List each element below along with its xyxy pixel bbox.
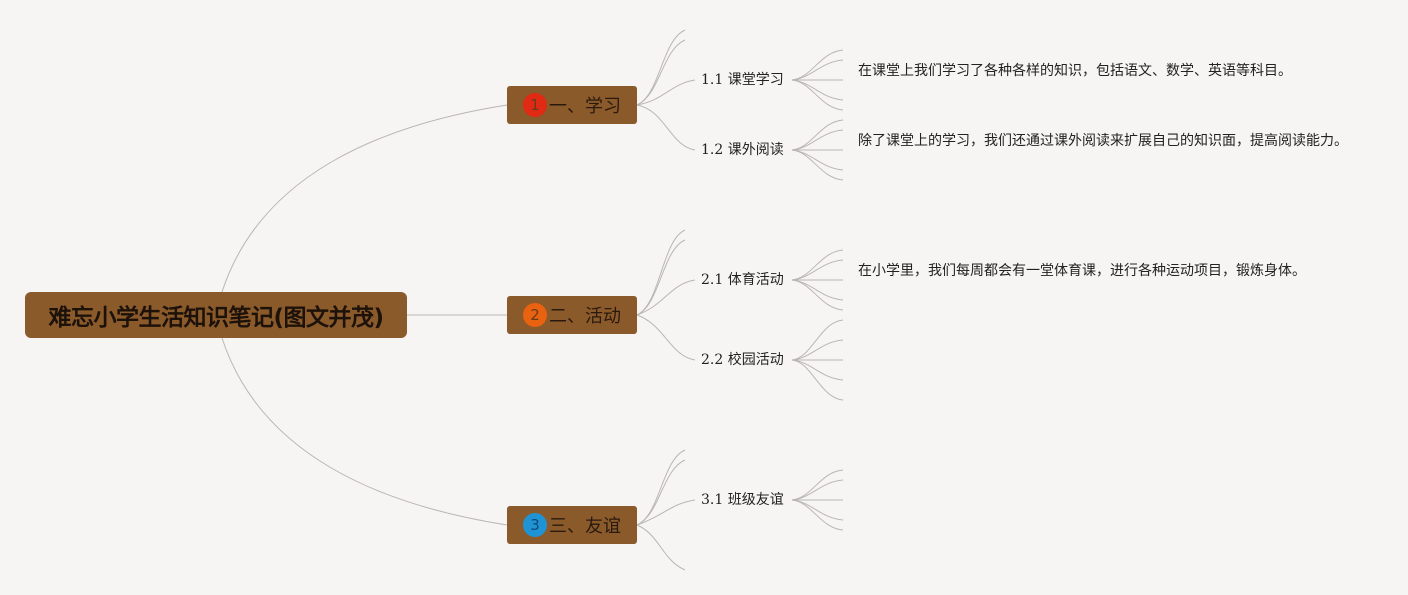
subtopic-campus-activities[interactable]: 2.2 校园活动 (701, 352, 784, 368)
branch-topic-label: 三、友谊 (549, 516, 621, 537)
branch-topic-activities[interactable]: 2 二、活动 (507, 296, 637, 334)
subtopic-class-friendship[interactable]: 3.1 班级友谊 (701, 492, 784, 508)
fan-2-1 (791, 249, 844, 311)
branch-topic-label: 一、学习 (549, 96, 621, 117)
priority-2-marker-icon: 2 (523, 303, 547, 327)
connector-branch-2-2-2 (636, 314, 696, 361)
connector-branch-2-stub-top (636, 229, 686, 316)
connector-branch-1-1-2 (636, 104, 696, 151)
connector-branch-3-3-1 (636, 499, 696, 526)
connector-branch-1-1-1 (636, 79, 696, 106)
root-topic-node[interactable]: 难忘小学生活知识笔记(图文并茂) (25, 292, 407, 338)
connector-root-branch-1 (221, 104, 508, 293)
branch-topic-label: 二、活动 (549, 306, 621, 327)
subtopic-extracurricular-reading[interactable]: 1.2 课外阅读 (701, 142, 784, 158)
connector-branch-2-2-1 (636, 279, 696, 316)
note-classroom-learning[interactable]: 在课堂上我们学习了各种各样的知识，包括语文、数学、英语等科目。 (858, 63, 1292, 79)
subtopic-classroom-learning[interactable]: 1.1 课堂学习 (701, 72, 784, 88)
priority-1-marker-icon: 1 (523, 93, 547, 117)
root-topic-title: 难忘小学生活知识笔记(图文并茂) (48, 305, 384, 331)
branch-topic-study[interactable]: 1 一、学习 (507, 86, 637, 124)
fan-2-2 (791, 319, 844, 401)
note-extracurricular-reading[interactable]: 除了课堂上的学习，我们还通过课外阅读来扩展自己的知识面，提高阅读能力。 (858, 133, 1348, 149)
fan-1-2 (791, 119, 844, 181)
fan-3-1 (791, 469, 844, 531)
connector-branch-1-stub-top (636, 29, 686, 106)
connector-root-branch-3 (221, 337, 508, 526)
note-sports-activities[interactable]: 在小学里，我们每周都会有一堂体育课，进行各种运动项目，锻炼身体。 (858, 263, 1306, 279)
priority-3-marker-icon: 3 (523, 513, 547, 537)
fan-1-1 (791, 49, 844, 111)
connector-branch-3-stub (636, 459, 686, 526)
subtopic-sports-activities[interactable]: 2.1 体育活动 (701, 272, 784, 288)
connector-branch-3-stub-bottom (636, 524, 686, 571)
branch-topic-friendship[interactable]: 3 三、友谊 (507, 506, 637, 544)
connector-branch-1-stub (636, 39, 686, 106)
connector-branch-2-stub (636, 239, 686, 316)
